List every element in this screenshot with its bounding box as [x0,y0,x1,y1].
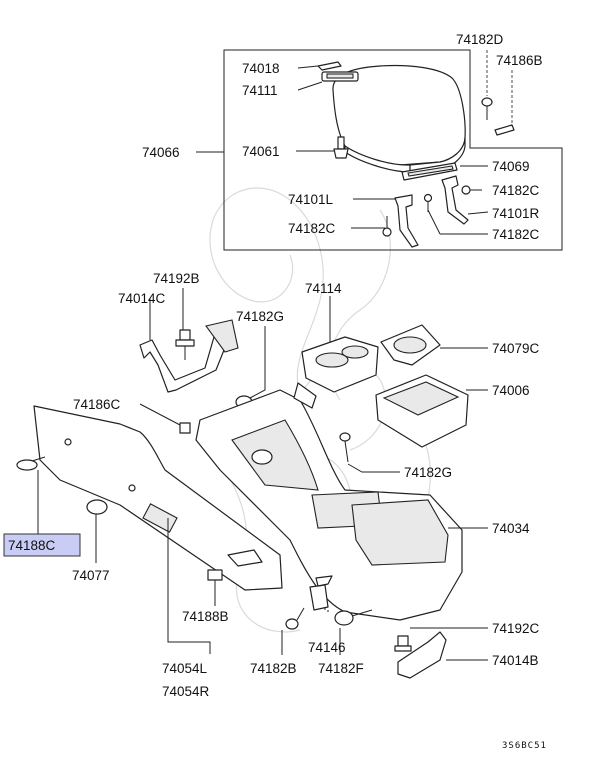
label-74192B: 74192B [153,271,200,286]
highlight-box-74188C [3,533,81,557]
label-74061: 74061 [242,144,280,159]
bracket-74014C [139,319,239,393]
grommet-74182F [334,609,373,626]
label-74006: 74006 [492,383,530,398]
screw-74182B [285,607,305,630]
label-74111: 74111 [242,83,278,98]
console-body [195,382,463,621]
label-74186C: 74186C [73,397,121,412]
button-part [333,136,349,159]
cap-74077 [86,499,108,515]
label-74182C-b: 74182C [288,221,336,236]
clip-74192B [175,329,195,360]
cup-holder [301,336,379,393]
hinge-part [401,162,458,181]
label-74188B: 74188B [182,609,229,624]
screw-74182G-lower [339,432,351,463]
clip-74186C [179,422,191,434]
screw-74182C-left [382,216,392,237]
label-74014C: 74014C [118,291,166,306]
label-74066: 74066 [142,145,180,160]
label-74054L: 74054L [162,661,208,676]
clip-74188B [207,569,223,590]
storage-box [375,374,469,448]
diagram-code: 3S6BC51 [502,741,547,751]
label-74182C-c: 74182C [492,227,540,242]
label-74186B: 74186B [496,53,543,68]
latch-part [321,71,359,82]
knob-74188C [16,456,46,471]
screw-74182D [481,97,493,120]
label-74079C: 74079C [492,341,540,356]
bracket-74014B [397,631,447,679]
clip-74186B [494,124,515,136]
screw-74182C-mid [423,193,433,212]
label-74034: 74034 [492,521,530,536]
screw-74182C-upper [461,185,482,195]
label-74014B: 74014B [492,653,539,668]
bracket-left [394,194,419,248]
part-labels: 74182D 74186B 74018 74111 74066 74061 74… [8,32,543,699]
label-74182C-a: 74182C [492,183,540,198]
label-74146: 74146 [308,640,346,655]
label-74182G-b: 74182G [404,465,452,480]
label-74101R: 74101R [492,206,540,221]
label-74101L: 74101L [288,192,334,207]
subassembly-frame [223,49,563,251]
side-panel [33,405,283,591]
clip-74192C [394,635,412,652]
label-74182B: 74182B [250,661,297,676]
label-74192C: 74192C [492,621,540,636]
label-74018: 74018 [242,61,280,76]
spring-part [317,61,342,71]
label-74077: 74077 [72,568,110,583]
label-74182F: 74182F [318,661,364,676]
switch-74146 [309,575,333,611]
label-74188C: 74188C [8,538,56,553]
label-74182G-a: 74182G [236,309,284,324]
label-74114: 74114 [305,281,342,296]
small-tray [380,324,441,366]
label-74054R: 74054R [162,684,210,699]
label-74069: 74069 [492,159,530,174]
label-74182D: 74182D [456,32,504,47]
leader-lines [37,50,513,661]
bracket-right [441,175,469,225]
